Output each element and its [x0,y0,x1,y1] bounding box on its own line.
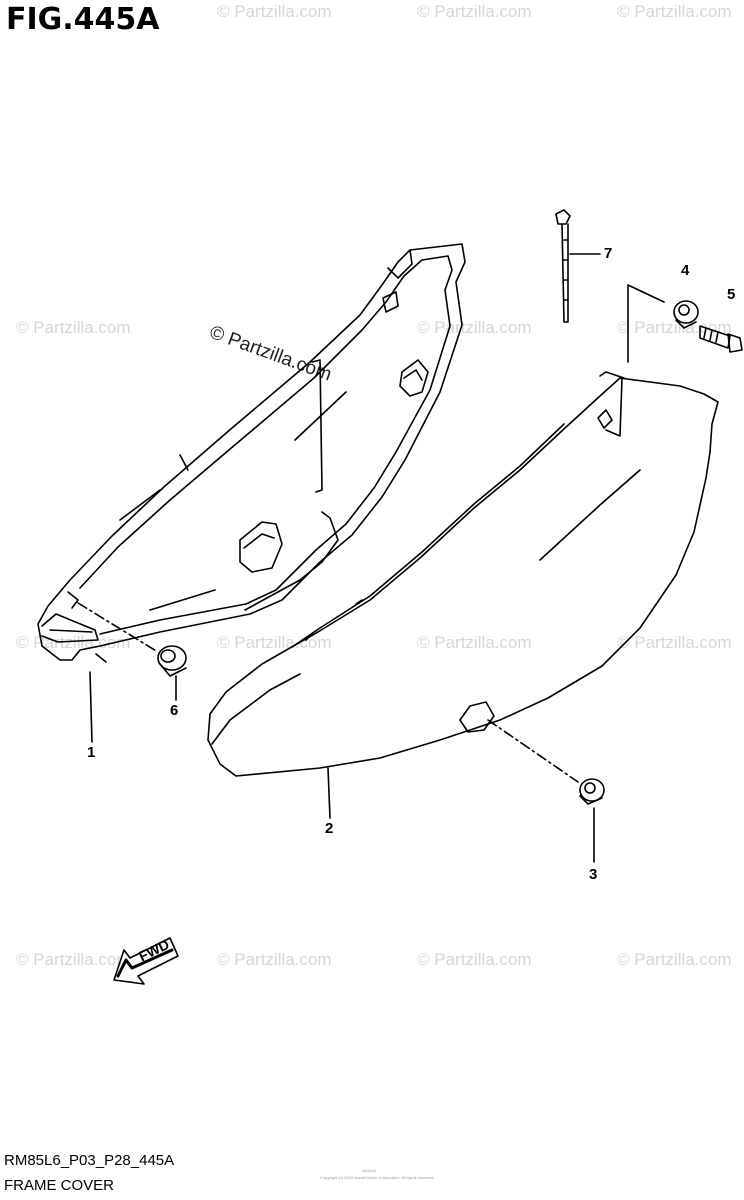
watermark: © Partzilla.com [217,950,332,969]
watermark: © Partzilla.com [617,633,732,652]
part-3-grommet[interactable] [579,778,605,805]
watermark: © Partzilla.com [217,2,332,21]
part-7-cable-tie[interactable] [555,209,571,323]
part-5-bolt[interactable] [699,325,743,353]
callout-2: 2 [325,820,334,837]
callout-6: 6 [170,702,179,719]
watermark: © Partzilla.com [617,2,732,21]
callout-leader-1 [89,671,93,743]
callout-7: 7 [604,245,613,262]
fine-code: 445A04 [362,1168,376,1173]
part-6-grommet[interactable] [157,645,187,677]
watermark: © Partzilla.com [217,633,332,652]
callout-4: 4 [681,262,690,279]
watermark: © Partzilla.com [16,318,131,337]
leader-line [627,284,665,303]
fine-print: Copyright (c) 2024 Suzuki Motor Corporat… [320,1175,435,1180]
part-4-collar[interactable] [673,300,699,329]
leader-line [487,719,579,783]
watermark: © Partzilla.com [617,318,732,337]
figure-name: FRAME COVER [4,1177,115,1194]
watermark: © Partzilla.com [417,633,532,652]
watermark: © Partzilla.com [417,950,532,969]
figure-code: RM85L6_P03_P28_445A [4,1152,175,1169]
watermark: © Partzilla.com [417,2,532,21]
leader-line [77,602,159,653]
fwd-arrow [113,937,179,985]
watermark: © Partzilla.com [617,950,732,969]
callout-1: 1 [87,744,96,761]
watermark: © Partzilla.com [16,950,131,969]
callout-5: 5 [727,286,736,303]
watermark: © Partzilla.com [417,318,532,337]
figure-title: FIG.445A [6,2,160,37]
part-1-left-frame-cover[interactable] [37,243,466,663]
callout-3: 3 [589,866,598,883]
callout-leader-2 [327,767,331,819]
part-2-right-frame-cover[interactable] [207,371,719,777]
